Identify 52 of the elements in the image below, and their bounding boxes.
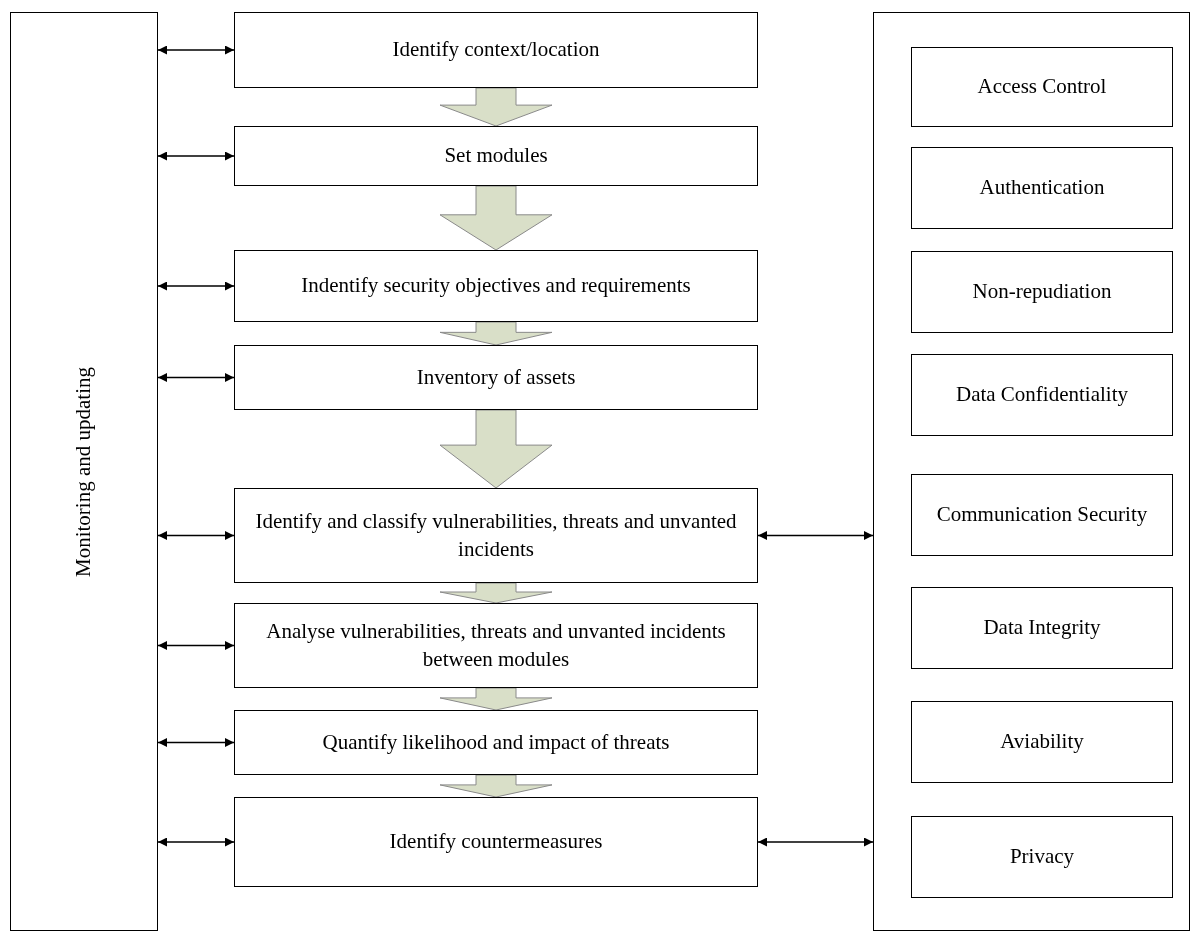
- side-panel: [10, 12, 158, 931]
- box-label: Access Control: [976, 73, 1108, 101]
- container-box: [873, 12, 1190, 931]
- property-box: [911, 47, 1173, 127]
- property-box: [911, 816, 1173, 898]
- double-arrow: [157, 531, 235, 540]
- process-box: [234, 710, 758, 775]
- block-arrow: [439, 185, 553, 251]
- double-arrow: [157, 641, 235, 650]
- vertical-label: Monitoring and updating: [70, 366, 97, 577]
- process-box: [234, 603, 758, 688]
- block-arrow: [439, 321, 553, 346]
- box-label: Inventory of assets: [415, 363, 577, 391]
- box-label: Data Confidentiality: [954, 381, 1129, 409]
- double-arrow: [757, 837, 874, 847]
- block-arrow: [439, 87, 553, 127]
- box-label: Identify and classify vulnerabilities, threats and unvanted incidents: [254, 508, 738, 563]
- double-arrow: [157, 45, 235, 55]
- block-arrow: [439, 582, 553, 604]
- process-box: [234, 797, 758, 887]
- box-label: Identify context/location: [391, 36, 601, 64]
- double-arrow: [157, 738, 235, 747]
- box-label: Authentication: [978, 174, 1106, 202]
- box-label: Indentify security objectives and requirements: [300, 272, 692, 300]
- double-arrow: [157, 281, 235, 291]
- process-box: [234, 488, 758, 583]
- block-arrow: [439, 409, 553, 489]
- box-label: Communication Security: [935, 501, 1149, 529]
- box-label: Identify countermeasures: [388, 828, 604, 856]
- property-box: [911, 354, 1173, 436]
- property-box: [911, 251, 1173, 333]
- property-box: [911, 147, 1173, 229]
- box-label: Analyse vulnerabilities, threats and unvanted incidents between modules: [265, 618, 727, 673]
- process-box: [234, 250, 758, 322]
- property-box: [911, 587, 1173, 669]
- property-box: [911, 701, 1173, 783]
- box-label: Set modules: [443, 142, 549, 170]
- box-label: Non-repudiation: [971, 278, 1113, 306]
- box-label: Privacy: [1008, 843, 1076, 871]
- double-arrow: [157, 151, 235, 161]
- double-arrow: [157, 837, 235, 847]
- double-arrow: [157, 373, 235, 382]
- process-box: [234, 12, 758, 88]
- process-box: [234, 126, 758, 186]
- block-arrow: [439, 774, 553, 798]
- process-box: [234, 345, 758, 410]
- box-label: Aviability: [999, 728, 1085, 756]
- box-label: Quantify likelihood and impact of threats: [321, 728, 671, 756]
- box-label: Data Integrity: [982, 614, 1102, 642]
- property-box: [911, 474, 1173, 556]
- block-arrow: [439, 687, 553, 711]
- double-arrow: [757, 531, 874, 540]
